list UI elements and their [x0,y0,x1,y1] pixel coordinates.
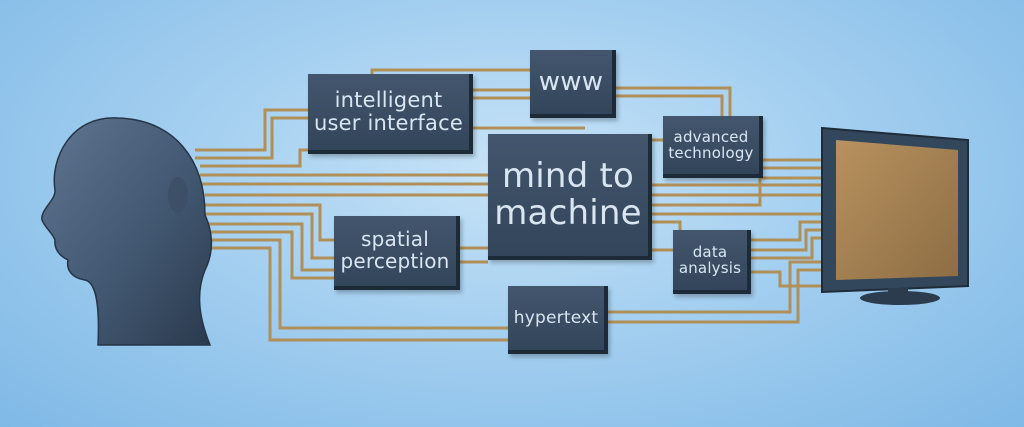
wire [205,222,334,272]
node-advanced-line2: technology [668,144,754,162]
wire [750,220,822,242]
wire [205,203,334,242]
human-head-icon [41,117,213,346]
wire [195,108,310,152]
node-intelligent-line1: intelligent [334,88,443,113]
wire [205,212,334,260]
node-hypertext: hypertext [508,286,608,354]
node-spatial-line2: perception [340,249,450,273]
wire [195,116,310,160]
node-data-line1: data [692,242,728,261]
wire [750,270,822,288]
wire [200,230,334,280]
node-data-line2: analysis [678,259,742,277]
node-intelligent-user-interface: intelligent user interface [308,74,473,154]
wire [750,228,822,252]
node-mind-to-machine: mind to machine [488,134,652,260]
node-mind-line1: mind to [501,156,635,197]
node-advanced-technology: advanced technology [663,116,763,178]
wire [605,268,822,324]
node-mind-line2: machine [494,193,642,233]
node-www-label: www [538,66,604,97]
node-spatial-line1: spatial [361,227,429,252]
node-advanced-line1: advanced [673,127,749,146]
node-hypertext-label: hypertext [513,307,599,328]
wire [650,176,822,207]
wire [750,236,822,260]
node-www: www [530,50,616,118]
computer-monitor-icon [821,126,969,305]
wire [205,246,510,342]
wire [205,238,510,330]
wire [615,86,732,120]
node-spatial-perception: spatial perception [334,216,460,290]
node-intelligent-line2: user interface [314,111,463,135]
node-data-analysis: data analysis [673,230,751,294]
wire [200,148,310,168]
